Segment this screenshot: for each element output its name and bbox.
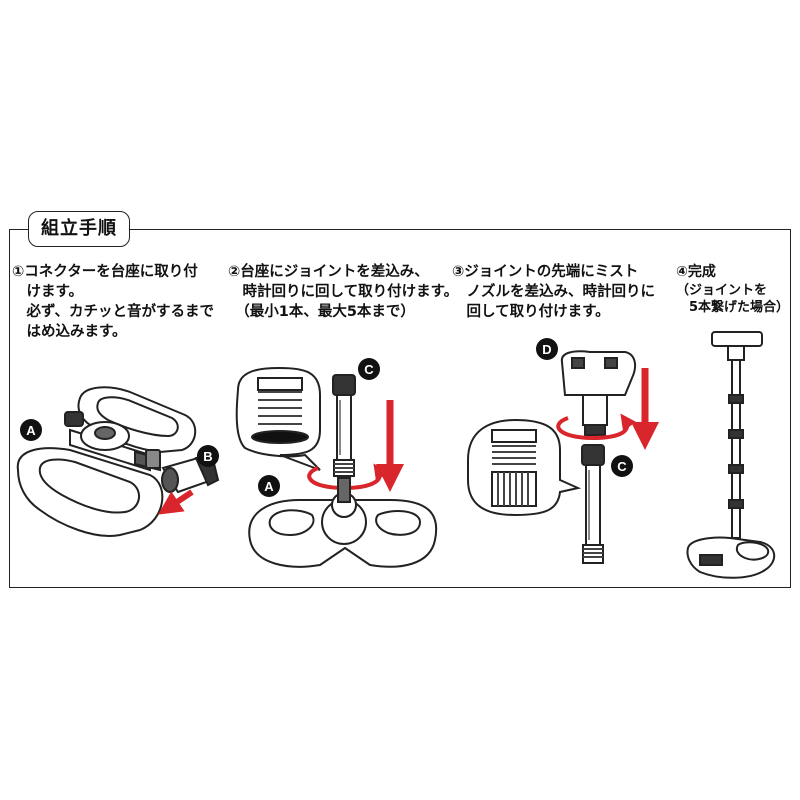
- label-badge-c1: C: [358, 358, 380, 380]
- rotate-arrow-3: [556, 413, 637, 441]
- mist-nozzle-illustration: [560, 350, 637, 436]
- label-b: B: [203, 449, 212, 464]
- joint-tube-illustration: [332, 374, 356, 477]
- step-1-line: ①コネクターを台座に取り付: [12, 264, 198, 280]
- label-badge-d: D: [536, 338, 558, 360]
- step-1-text: ①コネクターを台座に取り付 けます。 必ず、カチッと音がするまで はめ込みます。: [12, 262, 214, 342]
- label-badge-b: B: [197, 445, 219, 467]
- label-badge-a1: A: [20, 419, 42, 441]
- label-badge-c2: C: [611, 455, 633, 477]
- step-4-line: （ジョイントを: [676, 283, 768, 298]
- label-a1: A: [26, 423, 36, 438]
- step-3-line: ③ジョイントの先端にミスト: [452, 264, 639, 280]
- step-1-line: はめ込みます。: [12, 324, 127, 340]
- step-3-line: 回して取り付けます。: [452, 304, 610, 320]
- step-1-line: 必ず、カチッと音がするまで: [12, 304, 214, 320]
- step-2-line: ②台座にジョイントを差込み、: [228, 264, 429, 280]
- step-3-line: ノズルを差込み、時計回りに: [452, 284, 655, 300]
- thread-closeup-2: [467, 418, 582, 517]
- label-badge-a2: A: [258, 475, 280, 497]
- step-2-line: （最小1本、最大5本まで）: [228, 304, 415, 320]
- step-2-line: 時計回りに回して取り付けます。: [228, 284, 459, 300]
- base-illustration-1: [16, 386, 197, 537]
- label-a2: A: [264, 479, 274, 494]
- step-4-line: 5本繋げた場合）: [676, 300, 790, 315]
- label-d: D: [542, 342, 551, 357]
- step-3-text: ③ジョイントの先端にミスト ノズルを差込み、時計回りに 回して取り付けます。: [452, 262, 655, 322]
- step-4-text: ④完成 （ジョイントを 5本繋げた場合）: [676, 262, 789, 316]
- label-c1: C: [364, 362, 374, 377]
- label-c2: C: [617, 459, 627, 474]
- thread-closeup-1: [235, 366, 321, 471]
- joint-tube-illustration-2: [581, 444, 605, 564]
- step-4-line: ④完成: [676, 264, 716, 280]
- instructions-frame: [9, 229, 791, 588]
- insert-arrow-1: [158, 489, 194, 515]
- step-2-text: ②台座にジョイントを差込み、 時計回りに回して取り付けます。 （最小1本、最大5…: [228, 262, 458, 322]
- base-illustration-2: [248, 477, 438, 568]
- section-title: 組立手順: [28, 211, 130, 247]
- completed-sprinkler-illustration: [686, 331, 776, 579]
- step-1-line: けます。: [12, 284, 84, 300]
